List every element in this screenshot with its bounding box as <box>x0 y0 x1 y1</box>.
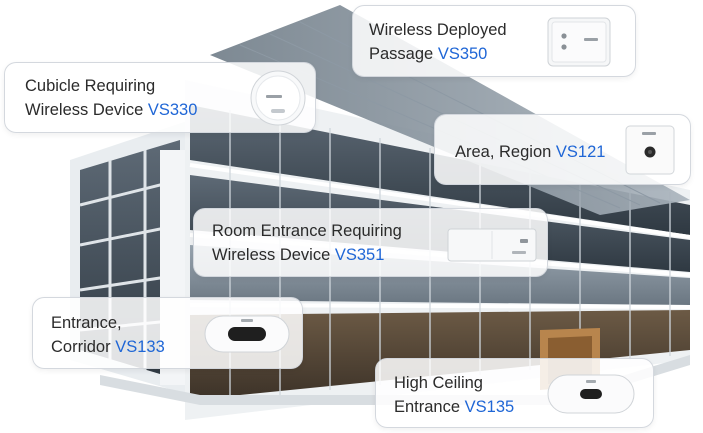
card-label: Cubicle Requiring Wireless Device VS330 <box>25 74 197 122</box>
card-label-line1: High Ceiling <box>394 374 483 392</box>
card-label-line2-row: Entrance VS135 <box>394 395 514 419</box>
location-card-vs351: Room Entrance Requiring Wireless Device … <box>193 208 548 277</box>
model-number: VS350 <box>437 45 488 63</box>
vs350-sensor-icon <box>547 17 611 67</box>
card-label-line2-row: Area, Region VS121 <box>455 140 605 164</box>
card-label-line2: Entrance <box>394 398 461 416</box>
card-label-line2-row: Wireless Device VS351 <box>212 243 402 267</box>
card-label-line1: Wireless Deployed <box>369 21 507 39</box>
card-label: Entrance, Corridor VS133 <box>51 311 165 359</box>
vs135-sensor-icon <box>547 374 635 414</box>
card-label-line2: Wireless Device <box>25 101 144 119</box>
card-label-line2: Passage <box>369 45 434 63</box>
card-label-line2: Area, Region <box>455 143 552 161</box>
location-card-vs121: Area, Region VS121 <box>434 114 691 185</box>
location-card-vs133: Entrance, Corridor VS133 <box>32 297 303 369</box>
card-label-line2: Wireless Device <box>212 246 331 264</box>
model-number: VS121 <box>555 143 606 161</box>
location-card-vs350: Wireless Deployed Passage VS350 <box>352 5 636 77</box>
card-label-line2-row: Passage VS350 <box>369 42 507 66</box>
model-number: VS330 <box>147 101 198 119</box>
model-number: VS135 <box>464 398 515 416</box>
card-label: High Ceiling Entrance VS135 <box>394 371 514 419</box>
card-label-line1: Entrance, <box>51 314 122 332</box>
card-label-line2-row: Wireless Device VS330 <box>25 98 197 122</box>
card-label-line2-row: Corridor VS133 <box>51 335 165 359</box>
location-card-vs330: Cubicle Requiring Wireless Device VS330 <box>4 62 316 133</box>
vs330-sensor-icon <box>250 70 306 126</box>
vs133-sensor-icon <box>204 315 290 353</box>
location-card-vs135: High Ceiling Entrance VS135 <box>375 358 654 428</box>
card-label-line2: Corridor <box>51 338 111 356</box>
vs121-sensor-icon <box>625 125 675 175</box>
card-label-line1: Cubicle Requiring <box>25 77 156 95</box>
model-number: VS351 <box>334 246 385 264</box>
card-label-line1: Room Entrance Requiring <box>212 222 402 240</box>
card-label: Room Entrance Requiring Wireless Device … <box>212 219 402 267</box>
card-label: Wireless Deployed Passage VS350 <box>369 18 507 66</box>
card-label: Area, Region VS121 <box>455 140 605 164</box>
model-number: VS133 <box>115 338 165 356</box>
vs351-sensor-icon <box>447 228 537 262</box>
